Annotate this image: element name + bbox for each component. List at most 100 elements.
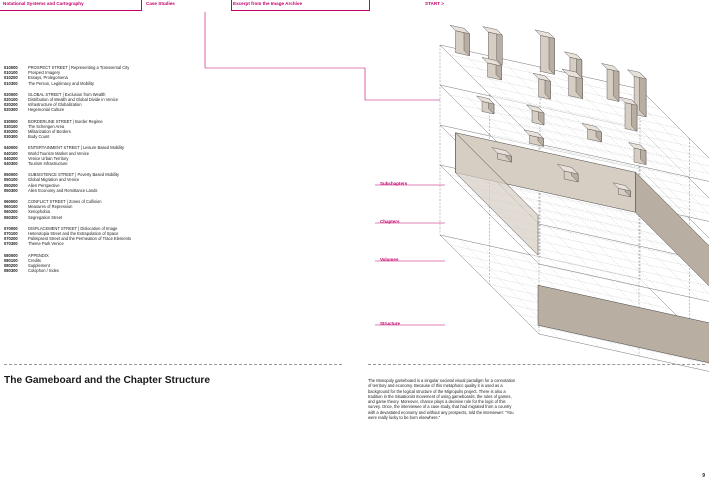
grid-line <box>489 94 690 139</box>
grid-line <box>499 144 700 189</box>
toc-number: 050200 <box>4 182 18 188</box>
building-block <box>626 69 647 80</box>
description-paragraph: The Monopoly gameboard is a singular soc… <box>368 378 516 421</box>
building-block <box>639 71 647 118</box>
grid-line <box>489 214 690 259</box>
toc-number: 040300 <box>4 161 18 167</box>
nav-underline <box>0 10 141 11</box>
toc-number: 050100 <box>4 177 18 183</box>
grid-line <box>529 173 709 214</box>
toc-number: 080100 <box>4 257 18 263</box>
toc-number: 040100 <box>4 150 18 156</box>
grid-line <box>529 323 709 364</box>
toc-subchapter-row[interactable]: 050200 Alien Perspective <box>4 183 204 188</box>
toc-label: Venice Urban Territory <box>28 155 69 161</box>
toc-label: DISPLACEMENT STREET | Dislocation of Ima… <box>28 225 118 231</box>
grid-line <box>519 62 620 162</box>
nav-start[interactable]: START > <box>425 1 444 6</box>
nav-case-studies[interactable]: Case Studies <box>146 1 175 6</box>
chapter-block <box>523 129 545 139</box>
toc-subchapter-row[interactable]: 010100 Prospect Imagery <box>4 70 204 75</box>
grid-line <box>489 134 690 179</box>
toc-number: 080300 <box>4 268 18 274</box>
nav-underline <box>231 10 369 11</box>
nav-notational-systems[interactable]: Notational Systems and Cartography <box>3 1 84 6</box>
toc-number: 010200 <box>4 75 18 81</box>
grid-line <box>529 133 709 174</box>
toc-label: Global Migration and Venice <box>28 177 80 183</box>
toc-label: Prospect Imagery <box>28 70 61 76</box>
volumes-label: Volumes <box>380 257 399 262</box>
chapter-block <box>525 104 545 114</box>
toc-number: 080000 <box>4 252 18 258</box>
nav-divider <box>141 0 142 11</box>
toc-number: 070100 <box>4 231 18 237</box>
building-block <box>618 96 638 106</box>
section-title: The Gameboard and the Chapter Structure <box>4 375 211 386</box>
toc-number: 020000 <box>4 91 18 97</box>
toc-number: 030000 <box>4 118 18 124</box>
toc-subchapter-row[interactable]: 080100 Credits <box>4 258 204 263</box>
toc-number: 070300 <box>4 241 18 247</box>
volume-wall <box>455 132 539 256</box>
toc-number: 030300 <box>4 134 18 140</box>
divider-right <box>368 364 705 365</box>
chapter-block <box>581 123 603 133</box>
building-block <box>532 72 552 82</box>
grid-line <box>539 66 640 167</box>
nav-image-archive[interactable]: Excerpt from the Image Archive <box>233 1 303 6</box>
toc-label: Alien Perspective <box>28 182 60 188</box>
toc-number: 020300 <box>4 107 18 113</box>
toc-subchapter-row[interactable]: 040100 World Tourism Market and Venice <box>4 151 204 156</box>
volume-block <box>612 182 632 192</box>
building-block <box>561 68 584 80</box>
toc-number: 030200 <box>4 129 18 135</box>
toc-subchapter-row[interactable]: 050100 Global Migration and Venice <box>4 177 204 182</box>
grid-line <box>499 224 700 269</box>
toc-number: 010000 <box>4 65 18 70</box>
toc-number: 040000 <box>4 145 18 151</box>
toc-number: 010100 <box>4 70 18 76</box>
toc-number: 060300 <box>4 214 18 220</box>
toc-label: The Person, Legitimacy and Mobility <box>28 80 94 86</box>
toc-label: Credits <box>28 257 41 263</box>
toc-label: Infrastructure of Globalization <box>28 102 82 108</box>
volume-block <box>556 163 579 175</box>
structure-wall <box>537 284 709 364</box>
toc-label: World Tourism Market and Venice <box>28 150 90 156</box>
toc-subchapter-row[interactable]: 030200 Militarization of Borders <box>4 129 204 134</box>
toc-label: Militarization of Borders <box>28 129 71 135</box>
toc-label: CONFLICT STREET | Zones of Collision <box>28 199 102 205</box>
toc-number: 060200 <box>4 209 18 215</box>
grid-line <box>459 254 660 299</box>
